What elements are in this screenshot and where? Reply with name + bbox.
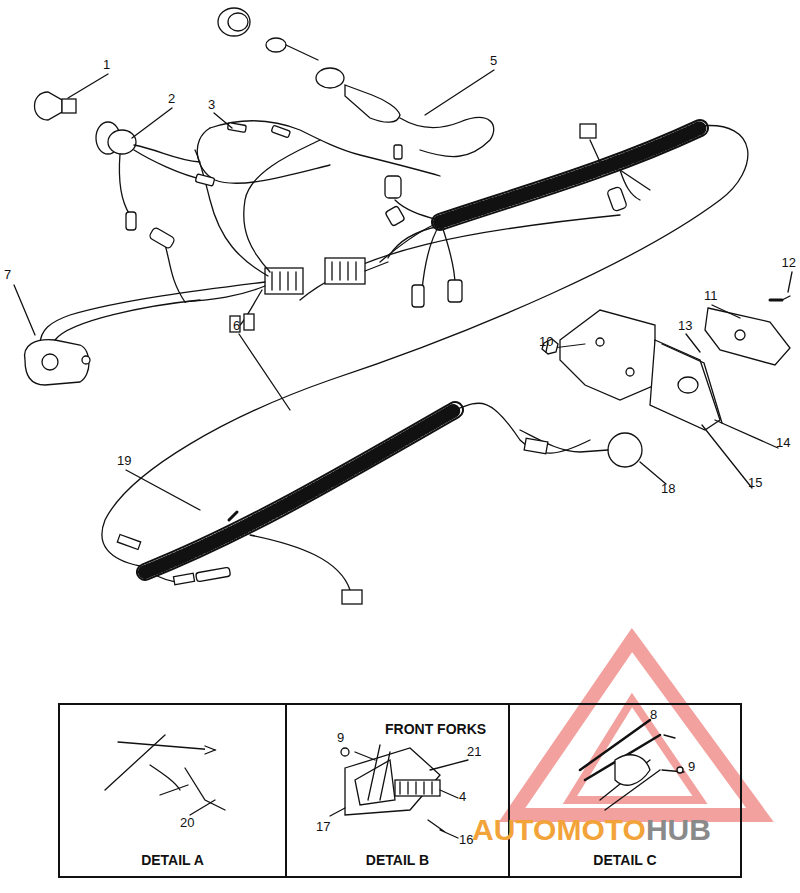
callout-number: 14: [776, 436, 790, 449]
callout-number: 7: [4, 268, 11, 281]
callout-number: 10: [539, 335, 553, 348]
detail-title: DETAIL A: [141, 852, 204, 868]
callout-number: 8: [650, 708, 657, 721]
callout-number: 5: [490, 54, 497, 67]
callout-number: 16: [459, 833, 473, 846]
callout-number: 13: [678, 319, 692, 332]
callout-number: 1: [103, 58, 110, 71]
detail-title: DETAIL C: [593, 852, 656, 868]
detail-panel: FRONT FORKS DETAIL B: [285, 703, 510, 878]
callout-number: 11: [704, 289, 718, 302]
detail-title: DETAIL B: [366, 852, 429, 868]
callout-number: 21: [467, 745, 481, 758]
watermark-text: AUTOMOTO: [472, 815, 646, 845]
watermark-text: HUB: [646, 815, 711, 845]
callout-number: 6: [233, 319, 240, 332]
callout-number: 19: [117, 454, 131, 467]
detail-panel: DETAIL C: [508, 703, 742, 878]
callout-number: 4: [459, 790, 466, 803]
callout-number: 9: [337, 731, 344, 744]
detail-note: FRONT FORKS: [385, 721, 486, 737]
callout-number: 20: [180, 816, 194, 829]
callout-number: 12: [782, 256, 796, 269]
detail-panel: DETAIL A: [58, 703, 287, 878]
callout-number: 2: [168, 92, 175, 105]
callout-number: 3: [208, 98, 215, 111]
callout-number: 9: [688, 760, 695, 773]
callout-number: 15: [748, 476, 762, 489]
callout-number: 17: [316, 820, 330, 833]
callout-number: 18: [661, 482, 675, 495]
